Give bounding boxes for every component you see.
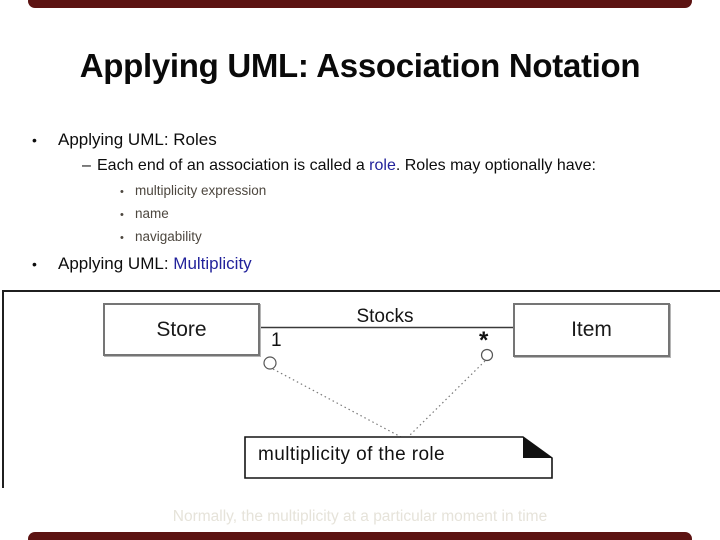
role-anchor-circle-left [263,356,277,370]
note-link-line-right [407,360,486,438]
class-box-item: Item [513,303,670,357]
bullet-icon: • [32,132,37,148]
multiplicity-label-left: 1 [271,330,282,351]
footer-note: Normally, the multiplicity at a particul… [172,508,548,525]
note-fold-icon [523,437,552,458]
bullet-multiplicity-prefix: Applying UML: [58,254,174,273]
bullet-roles-detail: –Each end of an association is called a … [82,157,596,175]
uml-diagram [244,326,553,479]
sub-bullet-name: • name [120,206,169,222]
bullet-icon: • [120,186,124,198]
slide-title: Applying UML: Association Notation [79,47,641,84]
note-shape [244,436,553,479]
class-name: Store [156,317,207,341]
sub-bullet-label: navigability [135,229,202,244]
bullet-icon: • [32,256,37,272]
top-accent-bar [28,0,692,8]
dash-icon: – [82,157,91,174]
bullet-multiplicity: • Applying UML: Multiplicity [32,254,252,274]
bottom-accent-bar [28,532,692,540]
sub-bullet-navigability: • navigability [120,229,202,245]
roles-detail-after: . Roles may optionally have: [395,157,596,174]
bullet-multiplicity-highlight: Multiplicity [173,254,252,273]
role-anchor-circle-right [480,348,494,362]
bullet-icon: • [120,209,124,221]
association-name-label: Stocks [356,306,414,327]
note-text: multiplicity of the role [258,444,446,465]
multiplicity-label-right: * [479,327,489,354]
roles-detail-before: Each end of an association is called a [97,157,370,174]
roles-detail-highlight: role [369,157,396,174]
bullet-roles-label: Applying UML: Roles [58,130,217,149]
note-link-line-left [272,368,402,438]
class-box-store: Store [103,303,260,356]
class-name: Item [571,318,612,341]
bullet-roles: • Applying UML: Roles [32,130,217,150]
bullet-icon: • [120,232,124,244]
sub-bullet-label: name [135,206,169,221]
sub-bullet-label: multiplicity expression [135,183,267,198]
sub-bullet-multiplicity-expression: • multiplicity expression [120,183,266,199]
